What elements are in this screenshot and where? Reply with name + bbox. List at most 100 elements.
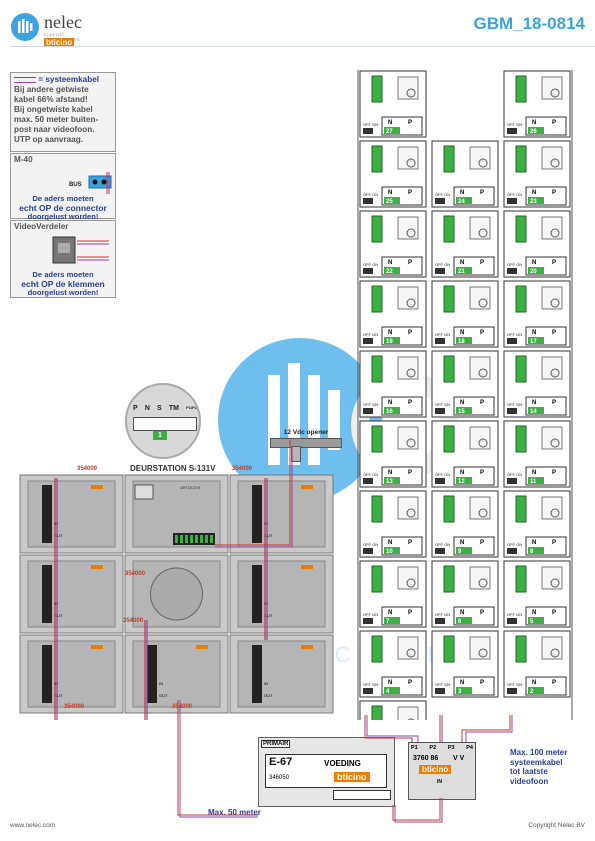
cable-note-line: kabel 66% afstand! <box>14 95 88 104</box>
speaker-grille <box>150 567 203 621</box>
offon-switch <box>363 408 373 414</box>
p-label: P <box>552 470 556 476</box>
power-label: VOEDING <box>324 759 361 768</box>
module-out-label: OUT <box>264 693 273 698</box>
offon-label: OFF ON <box>435 472 450 477</box>
offon-label: OFF ON <box>363 542 378 547</box>
monitor-device <box>397 286 419 310</box>
terminal-strip <box>133 417 197 431</box>
power-terminals <box>333 790 391 800</box>
offon-label: OFF ON <box>435 612 450 617</box>
monitor-device <box>397 216 419 240</box>
p-label: P <box>552 680 556 686</box>
address-cell <box>456 197 472 204</box>
address-cell <box>528 687 544 694</box>
power-brand: bticino <box>334 772 370 782</box>
monitor-connector <box>371 495 383 523</box>
distributor-code: 3760 86 <box>413 755 439 762</box>
monitor-connector <box>443 355 455 383</box>
terminal-pin <box>190 535 193 543</box>
terminal-pin <box>210 535 213 543</box>
address-cell <box>384 547 400 554</box>
offon-switch <box>435 268 445 274</box>
address-cell <box>456 547 472 554</box>
terminal-pin <box>175 535 178 543</box>
power-model: E-67 <box>269 756 293 768</box>
monitor-button <box>478 508 488 518</box>
monitor-device <box>469 496 491 520</box>
monitor-connector <box>371 285 383 313</box>
monitor-connector <box>515 425 527 453</box>
module-logo <box>301 565 313 569</box>
terminal-number: 1 <box>153 431 167 440</box>
n-label: N <box>460 680 464 686</box>
offon-label: OFF ON <box>435 682 450 687</box>
offon-switch <box>507 198 517 204</box>
monitor-connector <box>371 425 383 453</box>
p-label: P <box>408 190 412 196</box>
monitor-device <box>541 636 563 660</box>
address-cell <box>384 477 400 484</box>
module-code: 354000 <box>125 571 146 577</box>
n-label: N <box>388 680 392 686</box>
brand-partner: bticino <box>44 38 75 47</box>
monitor-connector <box>515 495 527 523</box>
cable-note-line: Bij ongetwiste kabel <box>14 105 93 114</box>
monitor-button <box>550 88 560 98</box>
monitor-device <box>541 76 563 100</box>
monitor-device <box>541 356 563 380</box>
offon-switch <box>507 268 517 274</box>
p-label: P <box>480 680 484 686</box>
address-cell <box>456 617 472 624</box>
terminal-zoom: P N S TM P1/P2 1 <box>125 383 201 459</box>
videoverdeler-box: VideoVerdeler De aders moeten echt OP de… <box>10 220 116 298</box>
monitor-button <box>550 648 560 658</box>
cable-legend-label: = systeemkabel <box>38 75 100 84</box>
address-cell <box>384 267 400 274</box>
monitor-device <box>541 566 563 590</box>
monitor-button <box>550 438 560 448</box>
offon-label: OFF ON <box>435 332 450 337</box>
monitor-connector <box>371 565 383 593</box>
port-label: P4 <box>466 745 473 751</box>
offon-switch <box>507 408 517 414</box>
monitor-button <box>550 508 560 518</box>
monitor-number: 23 <box>530 199 537 205</box>
opener-latch <box>291 446 301 462</box>
monitor-device <box>541 286 563 310</box>
p-label: P <box>480 540 484 546</box>
distributor-in: IN <box>437 779 442 785</box>
entrance-title: DEURSTATION S-131V <box>130 464 216 473</box>
entrance-module <box>124 554 229 634</box>
monitor-button <box>550 578 560 588</box>
distance-50: Max. 50 meter <box>208 808 261 817</box>
offon-label: OFF ON <box>363 192 378 197</box>
module-connector <box>42 485 52 543</box>
power-front: E-67 VOEDING 346050 bticino <box>265 754 387 788</box>
address-cell <box>384 617 400 624</box>
monitor-connector <box>515 635 527 663</box>
n-label: N <box>460 470 464 476</box>
monitor-number: 25 <box>386 199 393 205</box>
module-code: 354000 <box>232 466 253 472</box>
offon-label: OFF ON <box>507 542 522 547</box>
module-logo <box>91 565 103 569</box>
module-face <box>27 640 116 708</box>
footer-website[interactable]: www.nelec.com <box>10 822 56 829</box>
entrance-module: ARTI3C091 <box>124 474 229 554</box>
offon-label: OFF ON <box>363 612 378 617</box>
offon-switch <box>507 618 517 624</box>
monitor-connector <box>443 285 455 313</box>
